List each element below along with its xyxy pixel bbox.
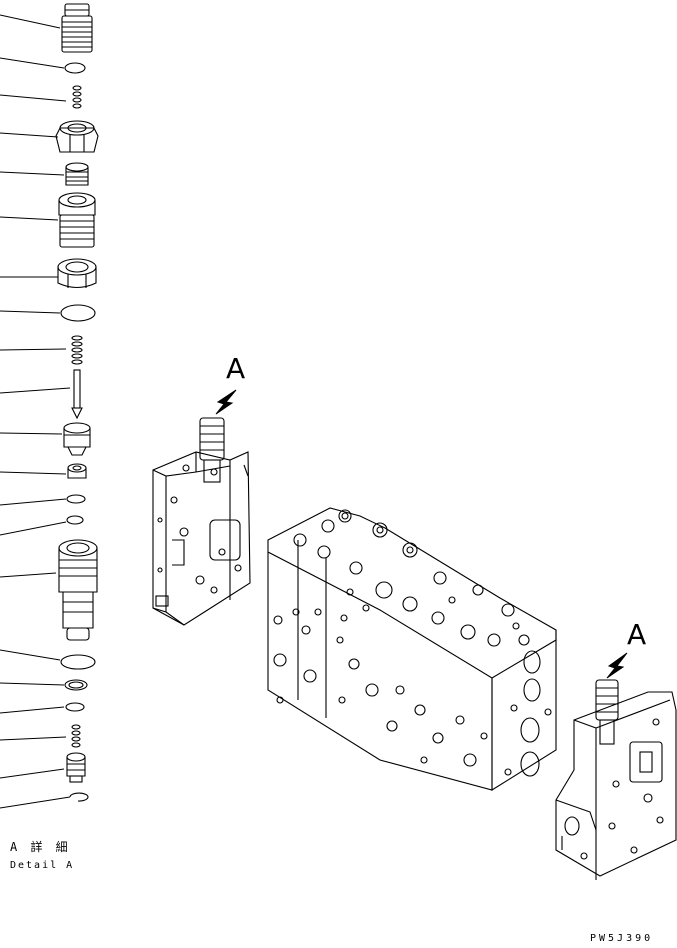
sleeve-part [58, 539, 98, 641]
drawing-code: PW5J390 [590, 933, 654, 944]
o-ring-part [60, 654, 96, 670]
backup-ring-part [66, 515, 84, 525]
locknut-part [57, 258, 97, 289]
spring-part [72, 85, 82, 109]
o-ring-part [60, 304, 96, 322]
poppet-part [63, 422, 91, 456]
spring-part [71, 724, 81, 748]
snap-ring-part [69, 792, 89, 802]
piston-part [66, 752, 86, 783]
o-ring-part [64, 62, 86, 74]
leader-lines [0, 14, 71, 809]
callout-label-top: A [226, 352, 246, 385]
main-valve-body [267, 507, 557, 791]
callout-label-right: A [627, 618, 647, 651]
exploded-parts [55, 3, 99, 802]
backup-ring-part [66, 494, 86, 504]
valve-section-right [555, 679, 677, 880]
plug-part [61, 3, 93, 53]
ring-part [64, 679, 88, 691]
pin-part [71, 369, 83, 420]
detail-caption-japanese: A 詳 細 [10, 840, 71, 854]
spring-part [71, 335, 83, 365]
insert-part [65, 162, 89, 186]
valve-section-left [152, 417, 251, 626]
nut-part [55, 120, 99, 153]
poppet-part [67, 463, 87, 479]
detail-caption-english: Detail A [10, 860, 75, 871]
adjuster-part [58, 192, 96, 248]
backup-ring-part [65, 702, 85, 712]
arrow-indicator-top [215, 389, 237, 415]
arrow-indicator-right [606, 652, 628, 679]
